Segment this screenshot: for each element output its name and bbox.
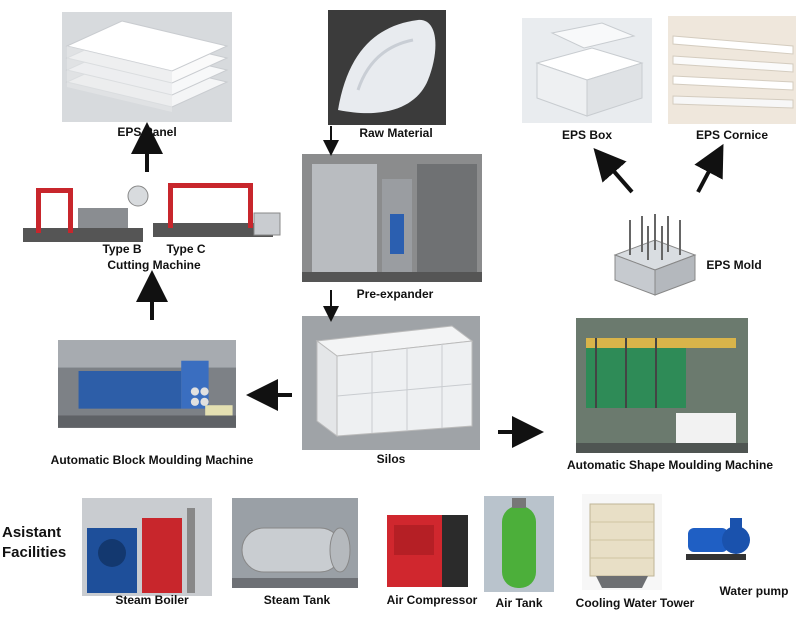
eps-mold-label: EPS Mold (706, 258, 762, 272)
water-pump-image (680, 510, 760, 570)
arrow-mold-to-cornice (694, 143, 724, 193)
air-compressor-node: Air Compressor (376, 510, 488, 618)
silos-label: Silos (376, 452, 406, 466)
raw-material-image (328, 10, 446, 125)
eps-panel-image (62, 12, 232, 122)
eps-panel-node: EPS Panel (62, 12, 232, 142)
steam-boiler-node: Steam Boiler (82, 498, 232, 618)
raw-material-label: Raw Material (359, 126, 433, 140)
shape-moulding-node: Automatic Shape Moulding Machine (540, 318, 800, 478)
water-pump-node: Water pump (676, 510, 800, 610)
air-tank-image (484, 496, 554, 592)
shape-moulding-label: Automatic Shape Moulding Machine (566, 458, 773, 472)
eps-box-image (522, 18, 652, 123)
shape-moulding-image (576, 318, 748, 453)
raw-material-node: Raw Material (328, 10, 446, 145)
cutting-machine-node: Type B Type C Cutting Machine (18, 178, 288, 278)
steam-boiler-label: Steam Boiler (115, 593, 189, 607)
eps-cornice-label: EPS Cornice (695, 128, 769, 142)
block-moulding-node: Automatic Block Moulding Machine (22, 320, 282, 470)
type-b-label: Type B (102, 242, 142, 256)
pre-expander-node: Pre-expander (302, 154, 482, 304)
air-compressor-image (382, 510, 472, 590)
assistant-facilities-title-line2: Facilities (2, 544, 67, 561)
water-pump-label: Water pump (719, 584, 789, 598)
pre-expander-label: Pre-expander (356, 287, 434, 301)
steam-tank-node: Steam Tank (232, 498, 362, 618)
eps-box-node: EPS Box (522, 18, 652, 148)
silos-node: Silos (302, 316, 480, 466)
cutting-machine-label: Cutting Machine (107, 258, 201, 272)
cutting-machine-image (23, 183, 281, 242)
block-moulding-label: Automatic Block Moulding Machine (50, 453, 254, 467)
pre-expander-image (302, 154, 482, 282)
steam-boiler-image (82, 498, 212, 596)
eps-mold-node: EPS Mold (610, 210, 780, 300)
eps-cornice-image (668, 16, 796, 124)
eps-mold-image (613, 214, 697, 296)
eps-panel-label: EPS Panel (117, 125, 177, 139)
cooling-tower-label: Cooling Water Tower (575, 596, 695, 610)
eps-cornice-node: EPS Cornice (668, 16, 796, 146)
steam-tank-image (232, 498, 358, 588)
eps-box-label: EPS Box (561, 128, 612, 142)
steam-tank-label: Steam Tank (263, 593, 331, 607)
cooling-tower-image (582, 494, 662, 590)
block-moulding-image (58, 340, 236, 428)
air-tank-node: Air Tank (484, 496, 560, 616)
cooling-tower-node: Cooling Water Tower (560, 494, 710, 618)
silos-image (302, 316, 480, 450)
air-tank-label: Air Tank (495, 596, 543, 610)
air-compressor-label: Air Compressor (386, 593, 478, 607)
assistant-facilities-title-line1: Asistant (2, 524, 62, 541)
type-c-label: Type C (166, 242, 206, 256)
arrow-mold-to-box (593, 147, 634, 194)
